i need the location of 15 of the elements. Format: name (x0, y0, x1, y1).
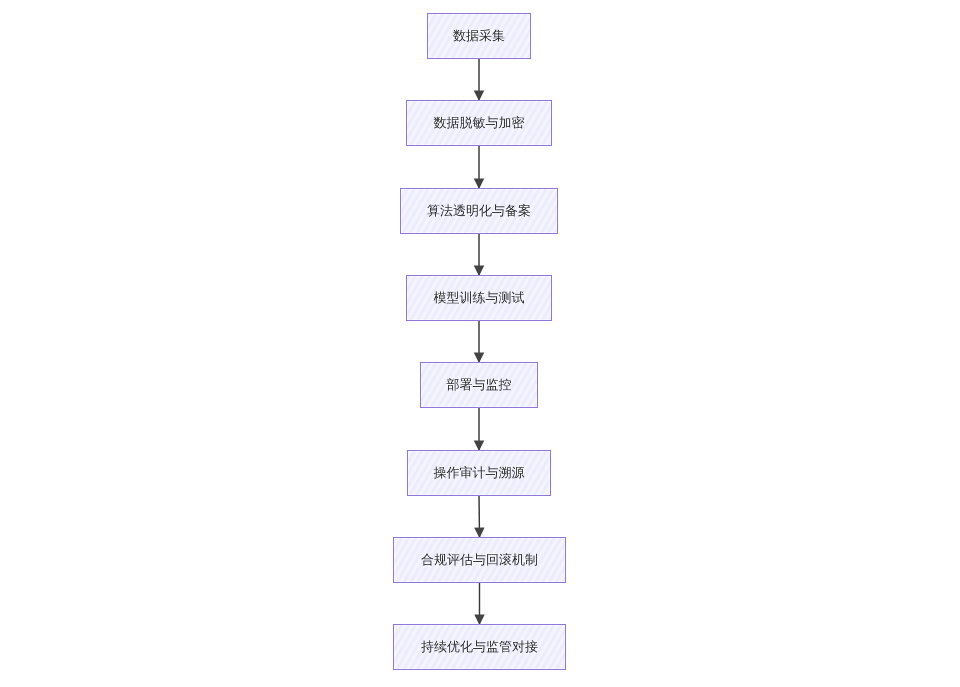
process-box: 模型训练与测试 (406, 275, 552, 321)
process-box: 操作审计与溯源 (407, 450, 551, 496)
process-box: 合规评估与回滚机制 (393, 537, 566, 583)
arrow (474, 146, 484, 190)
arrow (474, 583, 485, 626)
process-box: 部署与监控 (420, 362, 538, 408)
arrow (474, 321, 484, 364)
process-box: 持续优化与监管对接 (393, 624, 566, 670)
process-box: 算法透明化与备案 (400, 188, 558, 234)
process-box: 数据脱敏与加密 (406, 100, 552, 146)
arrow (474, 496, 485, 538)
arrow (474, 59, 484, 102)
process-box: 数据采集 (427, 13, 531, 59)
arrow (474, 408, 484, 452)
arrow (474, 234, 484, 276)
